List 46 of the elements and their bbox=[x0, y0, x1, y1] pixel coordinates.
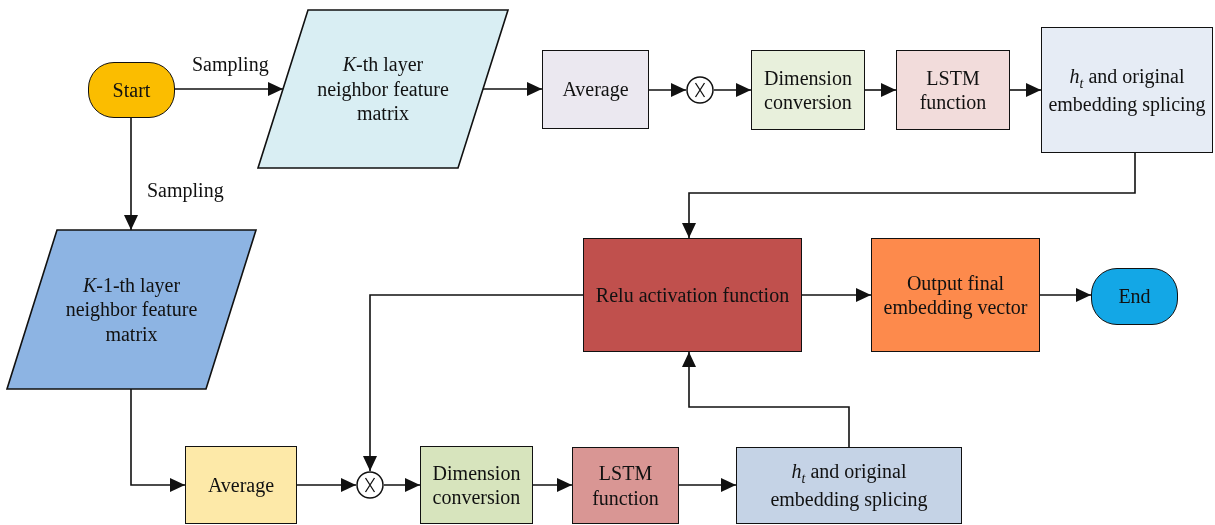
arrow bbox=[648, 83, 687, 97]
node-label: h$_{t}$ and original embedding splicing bbox=[1047, 63, 1207, 117]
arrow bbox=[124, 117, 138, 231]
arrow bbox=[174, 82, 284, 96]
process-box bbox=[871, 238, 1040, 352]
node-label: Average bbox=[561, 77, 630, 102]
process-box bbox=[896, 50, 1010, 130]
terminal-shape bbox=[1091, 268, 1178, 325]
process-box bbox=[736, 447, 962, 524]
arrow bbox=[1039, 288, 1092, 302]
arrow bbox=[678, 478, 737, 492]
node-label: Dimension conversion bbox=[763, 65, 853, 115]
arrow bbox=[383, 478, 421, 492]
node-label: Relu activation function bbox=[594, 282, 791, 308]
arrow bbox=[1009, 83, 1042, 97]
node-label: End bbox=[1117, 284, 1152, 309]
multiply-circle bbox=[356, 471, 384, 499]
node-label: LSTM function bbox=[591, 461, 660, 510]
process-box bbox=[751, 50, 865, 130]
arrow bbox=[363, 294, 584, 472]
process-box bbox=[583, 238, 802, 352]
node-label: Dimension conversion bbox=[431, 460, 522, 510]
node-label: Output final embedding vector bbox=[882, 270, 1029, 320]
node-label: K-th layer neighbor feature matrix bbox=[316, 52, 450, 126]
process-box bbox=[572, 447, 679, 524]
process-box bbox=[1041, 27, 1213, 153]
terminal-shape bbox=[88, 62, 175, 118]
arrow bbox=[296, 478, 357, 492]
arrow bbox=[864, 83, 897, 97]
arrow bbox=[682, 152, 1136, 239]
process-box bbox=[185, 446, 297, 524]
arrow bbox=[482, 82, 543, 96]
node-label: K-1-th layer neighbor feature matrix bbox=[64, 272, 199, 347]
node-label: Average bbox=[206, 472, 276, 498]
node-label: LSTM function bbox=[918, 65, 988, 115]
multiply-circle bbox=[686, 76, 714, 104]
arrow bbox=[532, 478, 573, 492]
node-label: h$_{t}$ and original embedding splicing bbox=[769, 459, 929, 512]
node-label: Start bbox=[111, 77, 152, 103]
arrow bbox=[713, 83, 752, 97]
process-box bbox=[420, 446, 533, 524]
data-parallelogram bbox=[7, 230, 256, 389]
arrow bbox=[130, 388, 186, 492]
arrow bbox=[801, 288, 872, 302]
process-box bbox=[542, 50, 649, 129]
arrow bbox=[682, 351, 850, 448]
